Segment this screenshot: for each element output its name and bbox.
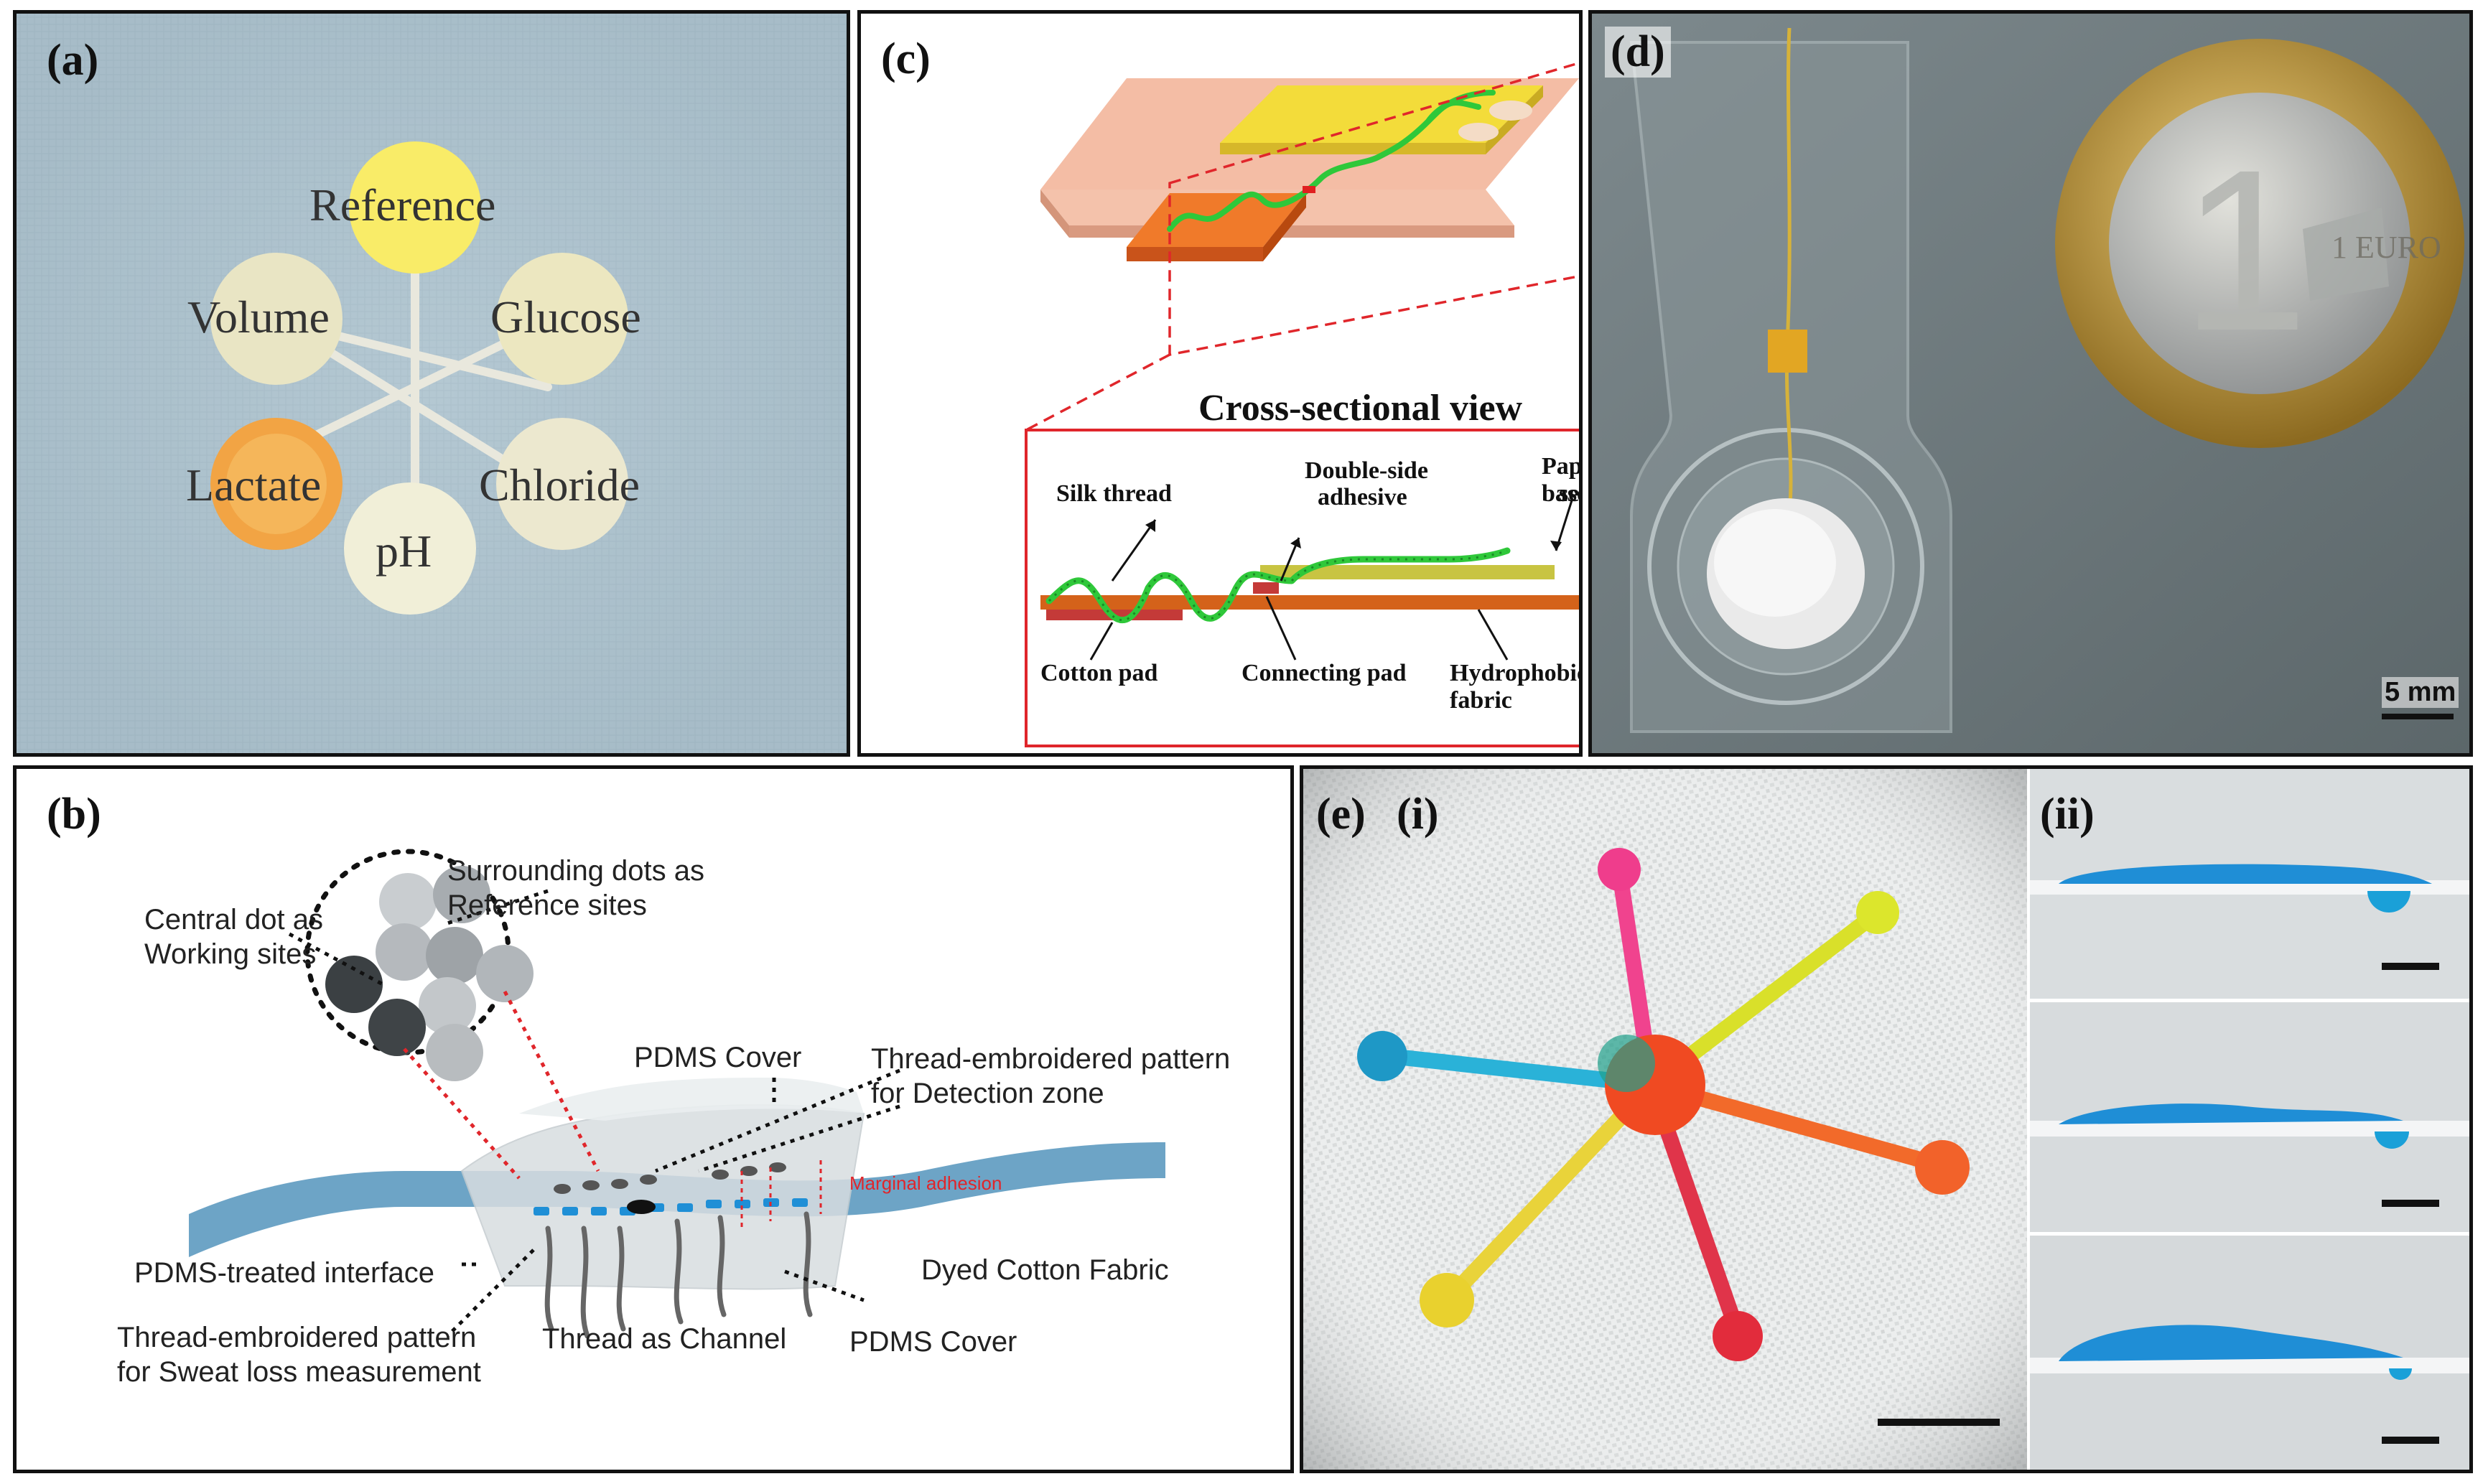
panel-b-diagram	[189, 849, 1165, 1339]
spot-label-ph: pH	[376, 526, 432, 577]
panel-e: (e) (i) (ii)	[1300, 765, 2473, 1473]
b-label-central-1: Central dot as	[144, 904, 324, 935]
panel-a-photo	[17, 14, 847, 753]
b-label-thread-detection-2: for Detection zone	[871, 1078, 1104, 1109]
b-label-pdms-interface: PDMS-treated interface	[134, 1257, 434, 1289]
pdms-cover	[460, 1104, 865, 1290]
c-label-hydrophobic: Hydrophobic fabric	[1450, 660, 1583, 714]
panel-b: (b)	[13, 765, 1294, 1473]
connecting-pad-layer	[1253, 582, 1279, 589]
spot-reference	[349, 141, 481, 274]
panel-e-sub-i: (i)	[1397, 790, 1439, 839]
c-label-paper-sensor-2: sensor	[1559, 480, 1580, 507]
hydrophobic-fabric-layer	[1040, 595, 1579, 610]
b-label-marginal-adhesion: Marginal adhesion	[849, 1172, 1002, 1194]
cross-section-title: Cross-sectional view	[1198, 388, 1523, 429]
cotton-pad-3d	[1127, 193, 1306, 247]
spot-volume	[210, 253, 343, 385]
b-label-thread-channel: Thread as Channel	[542, 1323, 787, 1355]
panel-a-label: (a)	[47, 36, 99, 85]
spot-ph	[344, 482, 476, 615]
panel-d: 1 (d) 1 EURO 5 mm	[1588, 10, 2473, 757]
panel-b-label: (b)	[47, 790, 101, 839]
panel-d-label: (d)	[1605, 27, 1671, 78]
b-label-pdms-cover-bottom: PDMS Cover	[849, 1326, 1017, 1358]
panel-c: (c)	[857, 10, 1583, 757]
b-label-dyed-cotton: Dyed Cotton Fabric	[921, 1254, 1169, 1286]
c-label-silk-thread: Silk thread	[1056, 480, 1172, 507]
spot-label-lactate: Lactate	[186, 459, 322, 510]
panel-e-sub-ii: (ii)	[2040, 790, 2095, 839]
spot-label-glucose: Glucose	[490, 291, 641, 342]
scale-bar-e	[1878, 1419, 2000, 1426]
panel-a: (a) Reference Volu	[13, 10, 850, 757]
b-label-central-2: Working sites	[144, 938, 317, 970]
b-label-thread-detection-1: Thread-embroidered pattern	[871, 1043, 1231, 1075]
sensor-square	[1768, 330, 1807, 373]
b-label-thread-sweat-1: Thread-embroidered pattern	[117, 1322, 477, 1353]
panel-c-diagram	[1025, 61, 1579, 747]
panel-e-ii: (ii)	[2030, 769, 2469, 1470]
spot-label-reference: Reference	[309, 179, 496, 230]
c-label-double-side-2: adhesive	[1318, 484, 1407, 510]
panel-e-ii-strips	[2030, 769, 2469, 1470]
panel-e-i-photo	[1303, 769, 2027, 1470]
b-label-surrounding-1: Surrounding dots as	[447, 855, 705, 887]
panel-c-label: (c)	[881, 34, 931, 83]
c-label-paper-sensor-1: Paper-based	[1542, 453, 1583, 507]
b-label-surrounding-2: Reference sites	[447, 890, 647, 921]
scale-bar-label: 5 mm	[2382, 677, 2459, 708]
svg-text:1: 1	[2181, 121, 2309, 378]
b-label-thread-sweat-2: for Sweat loss measurement	[117, 1356, 481, 1388]
cross-section-box	[1025, 429, 1579, 747]
spot-label-chloride: Chloride	[479, 459, 640, 510]
scale-bar	[2382, 714, 2454, 719]
spot-label-volume: Volume	[187, 291, 330, 342]
coin-text: 1 EURO	[2331, 230, 2441, 265]
spot-chloride	[496, 418, 628, 550]
b-label-pdms-cover-top: PDMS Cover	[634, 1042, 802, 1073]
c-label-cotton-pad: Cotton pad	[1040, 660, 1158, 686]
spot-glucose	[496, 253, 628, 385]
panel-d-photo: 1	[1592, 14, 2469, 753]
dot-cluster	[325, 866, 534, 1081]
c-label-connecting-pad: Connecting pad	[1242, 660, 1407, 686]
thread	[1784, 27, 1793, 531]
paper-sensor-layer	[1260, 565, 1555, 579]
panel-e-label: (e)	[1316, 790, 1366, 839]
c-label-double-side-1: Double-side	[1305, 457, 1428, 484]
